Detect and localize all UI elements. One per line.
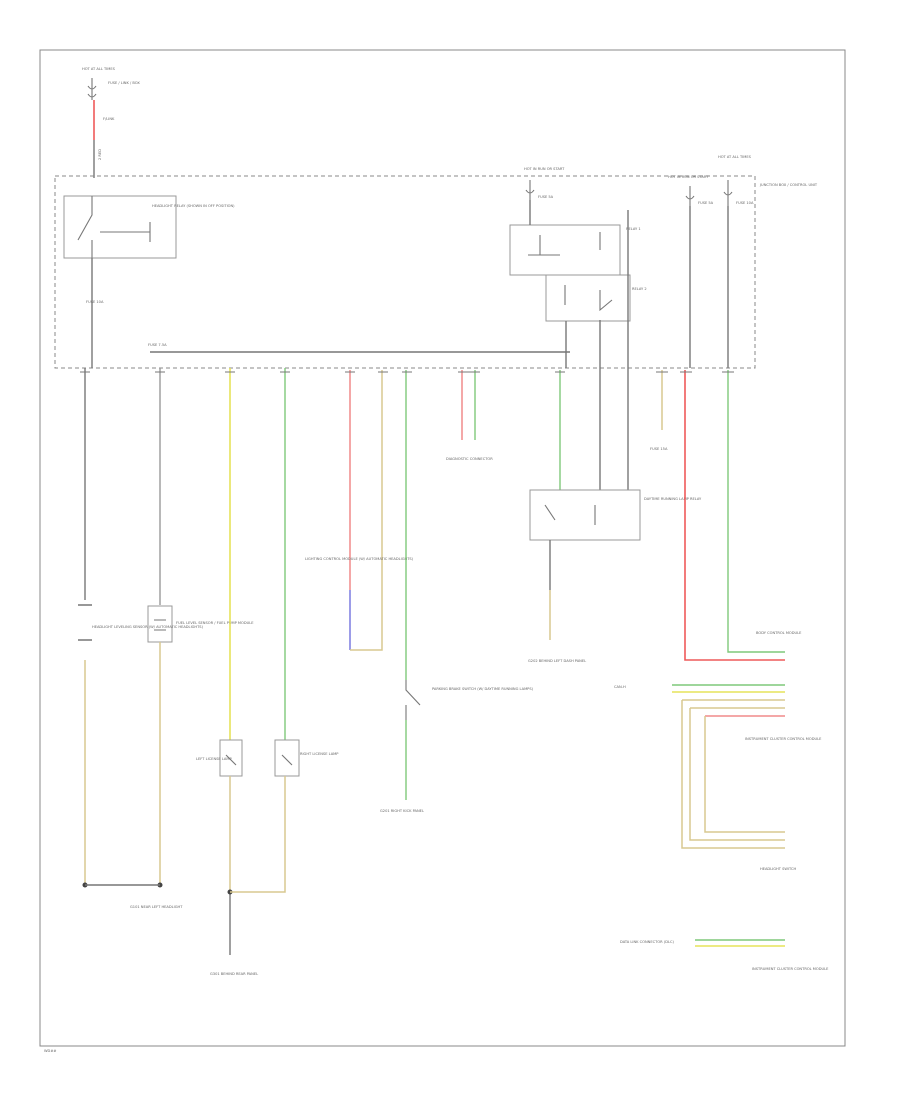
svg-text:G202 BEHIND LEFT DASH PANEL: G202 BEHIND LEFT DASH PANEL (528, 659, 586, 663)
svg-text:F/LINK: F/LINK (103, 117, 115, 121)
svg-text:CAN-H: CAN-H (614, 685, 626, 689)
svg-text:FUEL LEVEL SENSOR / FUEL PUMP: FUEL LEVEL SENSOR / FUEL PUMP MODULE (176, 621, 254, 625)
wire-left-lamp: LEFT LICENSE LAMP G301 BEHIND REAR PANEL (196, 368, 258, 976)
svg-text:DIAGNOSTIC CONNECTOR: DIAGNOSTIC CONNECTOR (446, 457, 493, 461)
headlight-relay: HEADLIGHT RELAY (SHOWN IN OFF POSITION) … (63, 195, 235, 368)
svg-text:G301 BEHIND REAR PANEL: G301 BEHIND REAR PANEL (210, 972, 258, 976)
svg-text:G201 RIGHT KICK PANEL: G201 RIGHT KICK PANEL (380, 809, 424, 813)
diagnostic-connector-wires: DIAGNOSTIC CONNECTOR (446, 370, 493, 461)
svg-text:HEADLIGHT SWITCH: HEADLIGHT SWITCH (760, 867, 796, 871)
svg-text:2 RED: 2 RED (98, 149, 102, 160)
svg-text:FUSE 5A: FUSE 5A (538, 195, 554, 199)
svg-text:LIGHTING CONTROL MODULE (W/ AU: LIGHTING CONTROL MODULE (W/ AUTOMATIC HE… (305, 557, 414, 561)
footer-code: WD## (44, 1049, 56, 1053)
top-fuse-source: HOT AT ALL TIMES FUSE / LINK / BOX F/LIN… (82, 67, 140, 178)
svg-text:FUSE / LINK / BOX: FUSE / LINK / BOX (108, 81, 140, 85)
svg-text:FUSE 10A: FUSE 10A (86, 300, 104, 304)
junction-box-outline (54, 175, 756, 369)
svg-text:HOT AT ALL TIMES: HOT AT ALL TIMES (82, 67, 116, 71)
drl-relay: DAYTIME RUNNING LAMP RELAY G202 BEHIND L… (528, 368, 702, 663)
svg-text:HEADLIGHT RELAY (SHOWN IN OFF: HEADLIGHT RELAY (SHOWN IN OFF POSITION) (152, 204, 235, 208)
svg-text:FUSE 15A: FUSE 15A (650, 447, 668, 451)
svg-text:PARKING BRAKE SWITCH (W/ DAYTI: PARKING BRAKE SWITCH (W/ DAYTIME RUNNING… (432, 687, 534, 691)
svg-text:INSTRUMENT CLUSTER CONTROL MOD: INSTRUMENT CLUSTER CONTROL MODULE (745, 737, 822, 741)
svg-text:FUSE 10A: FUSE 10A (736, 201, 754, 205)
wire-parking-switch: PARKING BRAKE SWITCH (W/ DAYTIME RUNNING… (380, 370, 534, 813)
svg-text:LEFT LICENSE LAMP: LEFT LICENSE LAMP (196, 757, 232, 761)
svg-text:DAYTIME RUNNING LAMP RELAY: DAYTIME RUNNING LAMP RELAY (644, 497, 702, 501)
diagram-frame (39, 49, 846, 1047)
wire-right-lamp: RIGHT LICENSE LAMP (230, 368, 339, 893)
wire-lighting-control: LIGHTING CONTROL MODULE (W/ AUTOMATIC HE… (305, 370, 414, 651)
svg-text:HOT IN RUN OR START: HOT IN RUN OR START (668, 175, 709, 179)
svg-text:HOT IN RUN OR START: HOT IN RUN OR START (524, 167, 565, 171)
svg-text:BODY CONTROL MODULE: BODY CONTROL MODULE (756, 631, 802, 635)
svg-text:INSTRUMENT CLUSTER CONTROL MOD: INSTRUMENT CLUSTER CONTROL MODULE (752, 967, 829, 971)
wire-left-2: FUEL LEVEL SENSOR / FUEL PUMP MODULE G10… (85, 368, 254, 909)
svg-text:HOT AT ALL TIMES: HOT AT ALL TIMES (718, 155, 752, 159)
svg-text:FUSE 5A: FUSE 5A (698, 201, 714, 205)
wire-left-1: HEADLIGHT LEVELING SENSOR (W/ AUTOMATIC … (78, 368, 204, 888)
svg-text:RELAY 1: RELAY 1 (626, 227, 641, 231)
svg-text:RIGHT LICENSE LAMP: RIGHT LICENSE LAMP (300, 752, 339, 756)
svg-text:G101 NEAR LEFT HEADLIGHT: G101 NEAR LEFT HEADLIGHT (130, 905, 183, 909)
right-relays: HOT IN RUN OR START HOT IN RUN OR START … (509, 155, 754, 368)
svg-text:FUSE 7.5A: FUSE 7.5A (148, 343, 167, 347)
svg-text:DATA LINK CONNECTOR (DLC): DATA LINK CONNECTOR (DLC) (620, 940, 674, 944)
module-title: JUNCTION BOX / CONTROL UNIT (759, 183, 818, 187)
right-module-wiring: FUSE 15A BODY CONTROL MODULE CAN-H INSTR… (614, 370, 829, 971)
svg-text:RELAY 2: RELAY 2 (632, 287, 647, 291)
